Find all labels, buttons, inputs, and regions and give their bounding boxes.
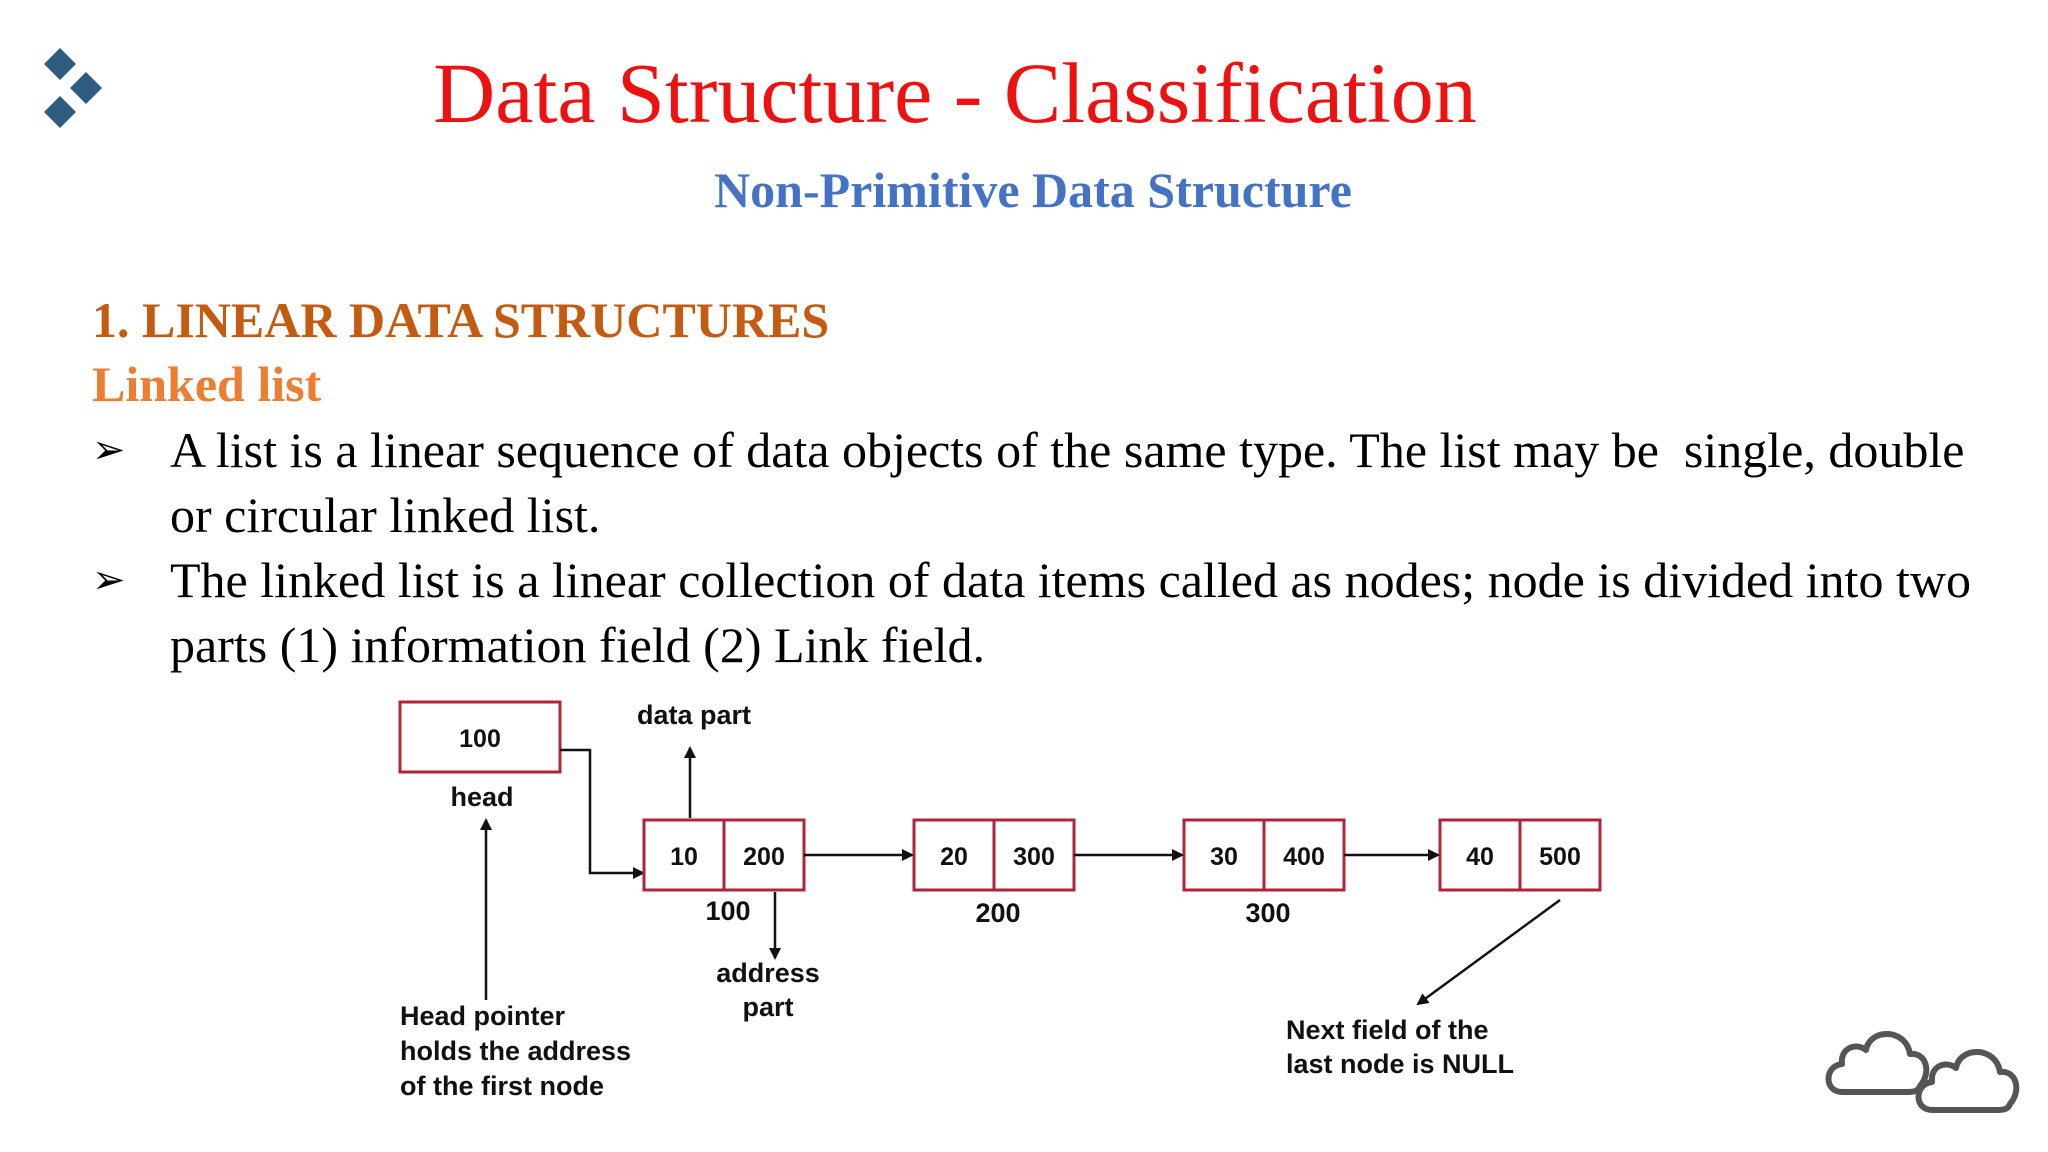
linked-list-diagram: 100 head 10 200 100 20 300 200 30 400 30… [398,700,1602,1101]
null-arrow [1416,898,1561,1006]
head-box [398,700,562,774]
sub-heading: Linked list [92,356,322,412]
diamond-logo-icon [44,48,102,128]
head-label: head [450,782,513,812]
head-arrow [560,748,645,879]
node-link: 500 [1539,843,1581,871]
page-title: Data Structure - Classification [433,45,1477,141]
data-part-label: data part [637,700,751,730]
head-pointer-label: of the first node [400,1071,604,1101]
node-link: 300 [1013,843,1055,871]
head-value: 100 [459,725,501,753]
node-data: 10 [670,843,698,871]
node-address: 100 [705,896,750,926]
bullet-item: ➢ A list is a linear sequence of data ob… [92,418,1992,548]
node-data: 20 [940,843,968,871]
address-part-label: part [742,992,793,1022]
node-link: 200 [743,843,785,871]
null-label: Next field of the [1286,1015,1489,1045]
section-heading: 1. LINEAR DATA STRUCTURES [92,292,830,348]
bullet-list: ➢ A list is a linear sequence of data ob… [92,418,1992,678]
head-pointer-label: holds the address [400,1036,631,1066]
address-part-label: address [716,958,820,988]
null-label: last node is NULL [1286,1049,1514,1079]
node-data: 40 [1466,843,1494,871]
node-link: 400 [1283,843,1325,871]
node-data: 30 [1210,843,1238,871]
node-address: 200 [975,898,1020,928]
bullet-item: ➢ The linked list is a linear collection… [92,548,1992,678]
cloud-outline-icon [1825,1031,2020,1113]
bullet-text: A list is a linear sequence of data obje… [170,422,1977,543]
node-address: 300 [1245,898,1290,928]
page-subtitle: Non-Primitive Data Structure [714,162,1352,218]
bullet-text: The linked list is a linear collection o… [170,552,1984,673]
arrow-bullet-icon: ➢ [92,427,126,473]
head-pointer-label: Head pointer [400,1001,566,1031]
arrow-bullet-icon: ➢ [92,557,126,603]
